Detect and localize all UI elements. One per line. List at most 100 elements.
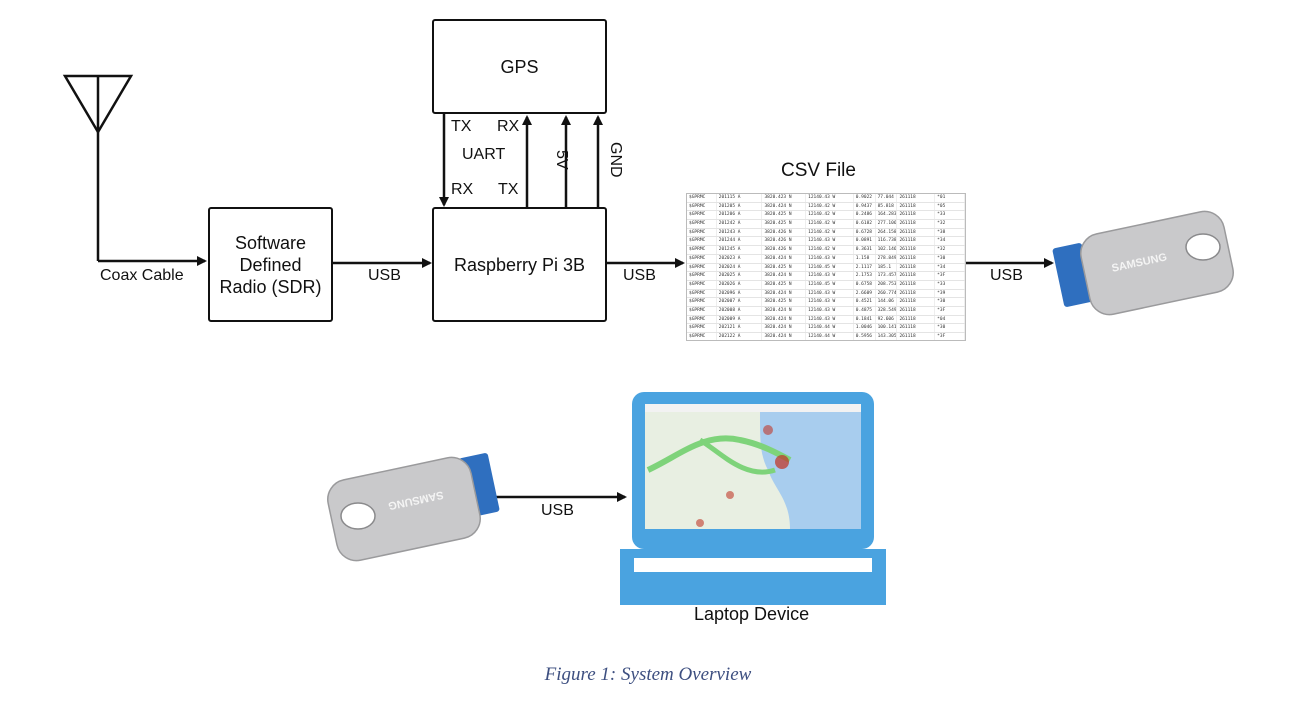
csv-cell: $GPRMC — [687, 194, 717, 202]
csv-cell: $GPRMC — [687, 298, 717, 306]
csv-cell: 202023 A — [717, 254, 763, 263]
csv-cell: *34 — [935, 237, 965, 246]
csv-cell: 12140.45 W — [806, 280, 854, 289]
csv-cell: 2.6609 — [854, 289, 876, 298]
csv-cell: 3820.425 N — [762, 263, 807, 272]
csv-cell: 100.141 — [877, 324, 898, 332]
csv-cell: 201115 A — [717, 194, 763, 202]
sdr-block: Software Defined Radio (SDR) — [208, 207, 333, 322]
csv-cell: 261118 — [897, 237, 936, 246]
laptop-icon — [620, 392, 886, 605]
csv-cell: 12140.43 W — [806, 298, 854, 306]
usb-csv-drive-label: USB — [990, 267, 1023, 284]
csv-cell: 201245 A — [717, 246, 763, 254]
csv-cell: 77.044 — [876, 194, 898, 202]
csv-cell: 185.1 — [876, 263, 898, 272]
csv-cell: 202024 A — [717, 263, 763, 272]
usb-drive-icon: SAMSUNG — [1052, 210, 1234, 316]
gnd-label: GND — [607, 142, 624, 178]
csv-cell: *32 — [935, 220, 965, 228]
csv-cell: *3F — [935, 333, 965, 340]
csv-cell: $GPRMC — [687, 289, 717, 298]
csv-cell: 2.1753 — [854, 272, 876, 280]
csv-cell: *34 — [935, 263, 965, 272]
csv-cell: 264.158 — [877, 228, 898, 237]
csv-cell: *04 — [935, 315, 965, 324]
power-5v-label: 5V — [553, 150, 570, 170]
csv-cell: 0.9437 — [854, 202, 876, 211]
csv-cell: 12140.44 W — [806, 324, 854, 332]
csv-cell: 201205 A — [717, 202, 763, 211]
csv-cell: 12140.43 W — [806, 237, 854, 246]
csv-cell: 3820.424 N — [762, 272, 807, 280]
csv-cell: 202096 A — [717, 289, 763, 298]
csv-cell: 0.9022 — [854, 194, 876, 202]
csv-cell: 3820.424 N — [762, 324, 807, 332]
csv-cell: 261118 — [897, 315, 936, 324]
csv-cell: 3820.426 N — [762, 246, 807, 254]
csv-cell: 3820.423 N — [762, 194, 807, 202]
csv-cell: 12140.42 W — [806, 228, 854, 237]
csv-cell: *38 — [935, 228, 965, 237]
csv-cell: 0.5956 — [854, 333, 876, 340]
csv-cell: 2.1117 — [854, 263, 876, 272]
gps-label: GPS — [500, 56, 539, 77]
csv-cell: $GPRMC — [687, 333, 717, 340]
csv-cell: *32 — [935, 246, 965, 254]
csv-cell: 0.6182 — [854, 220, 876, 228]
csv-cell: 202026 A — [717, 280, 763, 289]
csv-cell: $GPRMC — [687, 280, 717, 289]
csv-cell: 12140.42 W — [806, 202, 854, 211]
csv-cell: 12140.43 W — [806, 306, 854, 315]
csv-cell: 12140.42 W — [806, 220, 854, 228]
figure-caption: Figure 1: System Overview — [544, 664, 752, 685]
usb-pi-csv-label: USB — [623, 267, 656, 284]
csv-cell: $GPRMC — [687, 220, 717, 228]
csv-cell: *30 — [935, 298, 965, 306]
csv-cell: 3820.424 N — [762, 333, 807, 340]
csv-cell: 12140.44 W — [806, 333, 854, 340]
csv-cell: 0.0891 — [854, 237, 876, 246]
csv-cell: 261118 — [897, 263, 936, 272]
csv-cell: 201243 A — [717, 228, 763, 237]
csv-cell: *33 — [935, 280, 965, 289]
csv-cell: 0.4875 — [854, 306, 876, 315]
csv-cell: $GPRMC — [687, 211, 717, 220]
csv-cell: 261118 — [897, 289, 936, 298]
csv-cell: 261118 — [897, 333, 936, 340]
csv-cell: 3820.426 N — [762, 228, 807, 237]
csv-cell: 0.1841 — [854, 315, 876, 324]
csv-cell: 164.283 — [877, 211, 898, 220]
laptop-label: Laptop Device — [694, 604, 810, 624]
csv-cell: 3820.426 N — [762, 237, 807, 246]
csv-cell: 277.106 — [877, 220, 898, 228]
csv-cell: 261118 — [897, 220, 936, 228]
csv-cell: 261118 — [897, 324, 936, 332]
csv-cell: *30 — [935, 324, 965, 332]
csv-cell: 3820.425 N — [762, 280, 807, 289]
csv-cell: $GPRMC — [687, 254, 717, 263]
csv-cell: 261118 — [897, 306, 936, 315]
usb-drive-left-icon: SAMSUNG — [327, 453, 500, 562]
csv-cell: 202008 A — [717, 306, 763, 315]
csv-cell: *3F — [935, 272, 965, 280]
usb-drive-laptop-label: USB — [541, 502, 574, 519]
csv-cell: 208.753 — [877, 280, 898, 289]
csv-cell: 12140.42 W — [806, 246, 854, 254]
csv-cell: 3820.425 N — [762, 220, 807, 228]
csv-cell: 261118 — [897, 246, 936, 254]
csv-cell: 0.2486 — [854, 211, 876, 220]
csv-cell: $GPRMC — [687, 315, 717, 324]
